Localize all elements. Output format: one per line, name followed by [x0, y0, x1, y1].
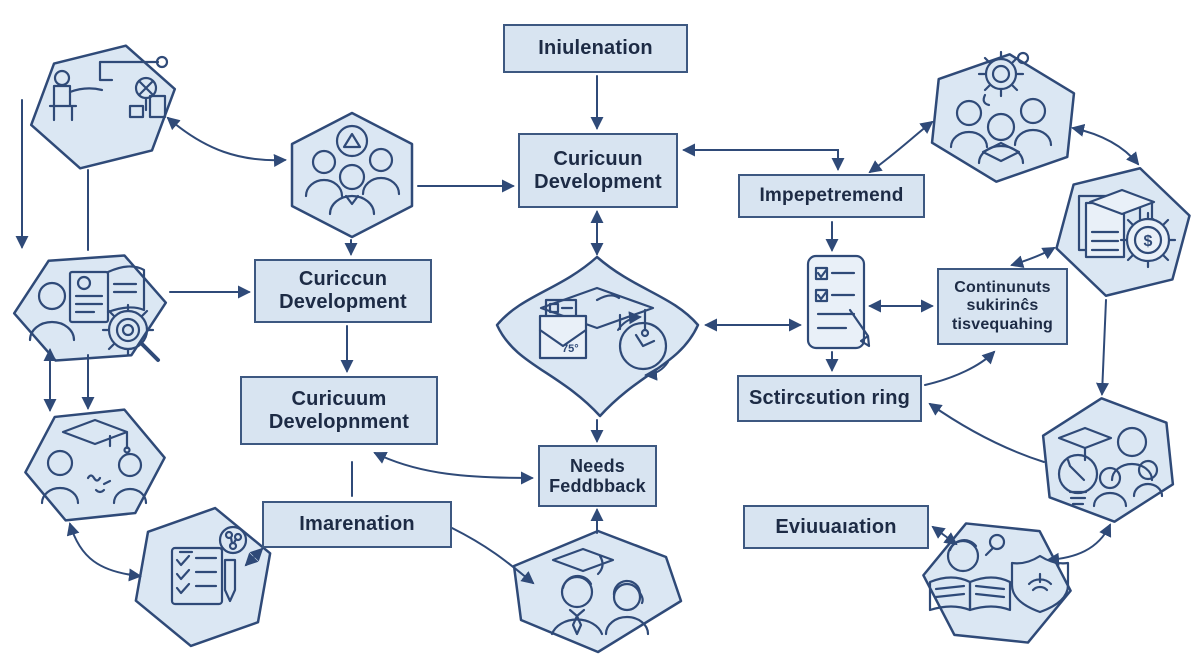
arrow-funding-doc-monitoring [1010, 247, 1056, 268]
workstation-equipment-icon [48, 55, 169, 122]
bottom-right-hexagon [922, 522, 1072, 644]
lightbulb-graduation-people-icon [1057, 426, 1164, 508]
two-people-graduation-cap-icon [40, 418, 148, 505]
evaluation-label: Eviuuaıation [775, 515, 897, 538]
arrow-implementation-left-to-teachers [451, 527, 535, 585]
center-left-hexagon [290, 111, 414, 239]
three-people-triangle-badge-icon [304, 124, 401, 216]
continuous-monitoring-label: Continunuts sukirinĉs tisvequahing [951, 279, 1054, 333]
arrow-idea-reading-double [1046, 523, 1112, 566]
curriculum-development-center-label: Curicuun Development [534, 147, 662, 193]
person-reading-shield-icon [928, 533, 1070, 614]
teacher-student-graduation-icon [550, 547, 650, 636]
curriculum-development-left-bottom-box: Curicuum Developnment [240, 376, 438, 445]
left-lower-hexagon [24, 408, 166, 522]
dollar-glyph: $ [1144, 233, 1153, 250]
team-gear-book-icon [949, 50, 1053, 165]
center-lens-shape [495, 255, 700, 418]
structuring-box: Sctircɛution ring [737, 375, 922, 422]
arrow-workstation-team [166, 116, 287, 167]
initiation-label: Iniulenation [538, 37, 653, 60]
curriculum-development-left-top-box: Curiccun Development [254, 259, 432, 323]
needs-feedback-label: Needs Feddbback [549, 455, 646, 496]
graduation-cap-envelope-clock-icon [538, 286, 669, 381]
arrow-curriculum-left-needs-feedback [373, 452, 534, 485]
arrow-curriculum-center-implementation-right [682, 143, 845, 171]
initiation-box: Iniulenation [503, 24, 688, 73]
arrow-structuring-to-monitoring [924, 350, 996, 386]
continuous-monitoring-box: Continunuts sukirinĉs tisvequahing [937, 268, 1068, 345]
implementation-right-label: Impepetremend [759, 185, 904, 207]
implementation-left-label: Imarenation [299, 513, 415, 536]
arrow-team-gear-funding-doc [1071, 124, 1140, 166]
arrow-evaluation-reading-double [931, 525, 958, 546]
document-graduation-dollar-gear-icon: $ [1077, 188, 1177, 269]
structuring-label: Sctircɛution ring [748, 387, 911, 410]
curriculum-development-left-top-label: Curiccun Development [279, 268, 407, 313]
protractor-note: 75° [562, 343, 579, 355]
implementation-left-box: Imarenation [262, 501, 452, 548]
arrow-idea-to-structuring [928, 402, 1045, 463]
arrow-checklist-implementation-left [244, 547, 264, 567]
right-lower-hexagon [1041, 397, 1175, 523]
evaluation-box: Eviuuaıation [743, 505, 929, 549]
bottom-center-hexagon [512, 529, 683, 654]
clipboard-checklist-pencil-icon [806, 254, 871, 350]
arrow-discussion-checklist [66, 522, 142, 582]
implementation-right-box: Impepetremend [738, 174, 925, 218]
arrow-implementation-right-team-gear [868, 120, 934, 174]
needs-feedback-box: Needs Feddbback [538, 445, 657, 507]
bottom-left-hexagon [134, 506, 272, 648]
top-right-hexagon [930, 53, 1076, 183]
curriculum-development-left-bottom-label: Curicuum Developnment [268, 387, 410, 433]
checklist-pencil-network-icon [170, 525, 248, 606]
arrow-funding-doc-to-idea [1095, 299, 1109, 396]
person-book-gear-magnifier-icon [28, 265, 160, 362]
top-left-hexagon [29, 44, 177, 170]
curriculum-development-center-box: Curicuun Development [518, 133, 678, 208]
